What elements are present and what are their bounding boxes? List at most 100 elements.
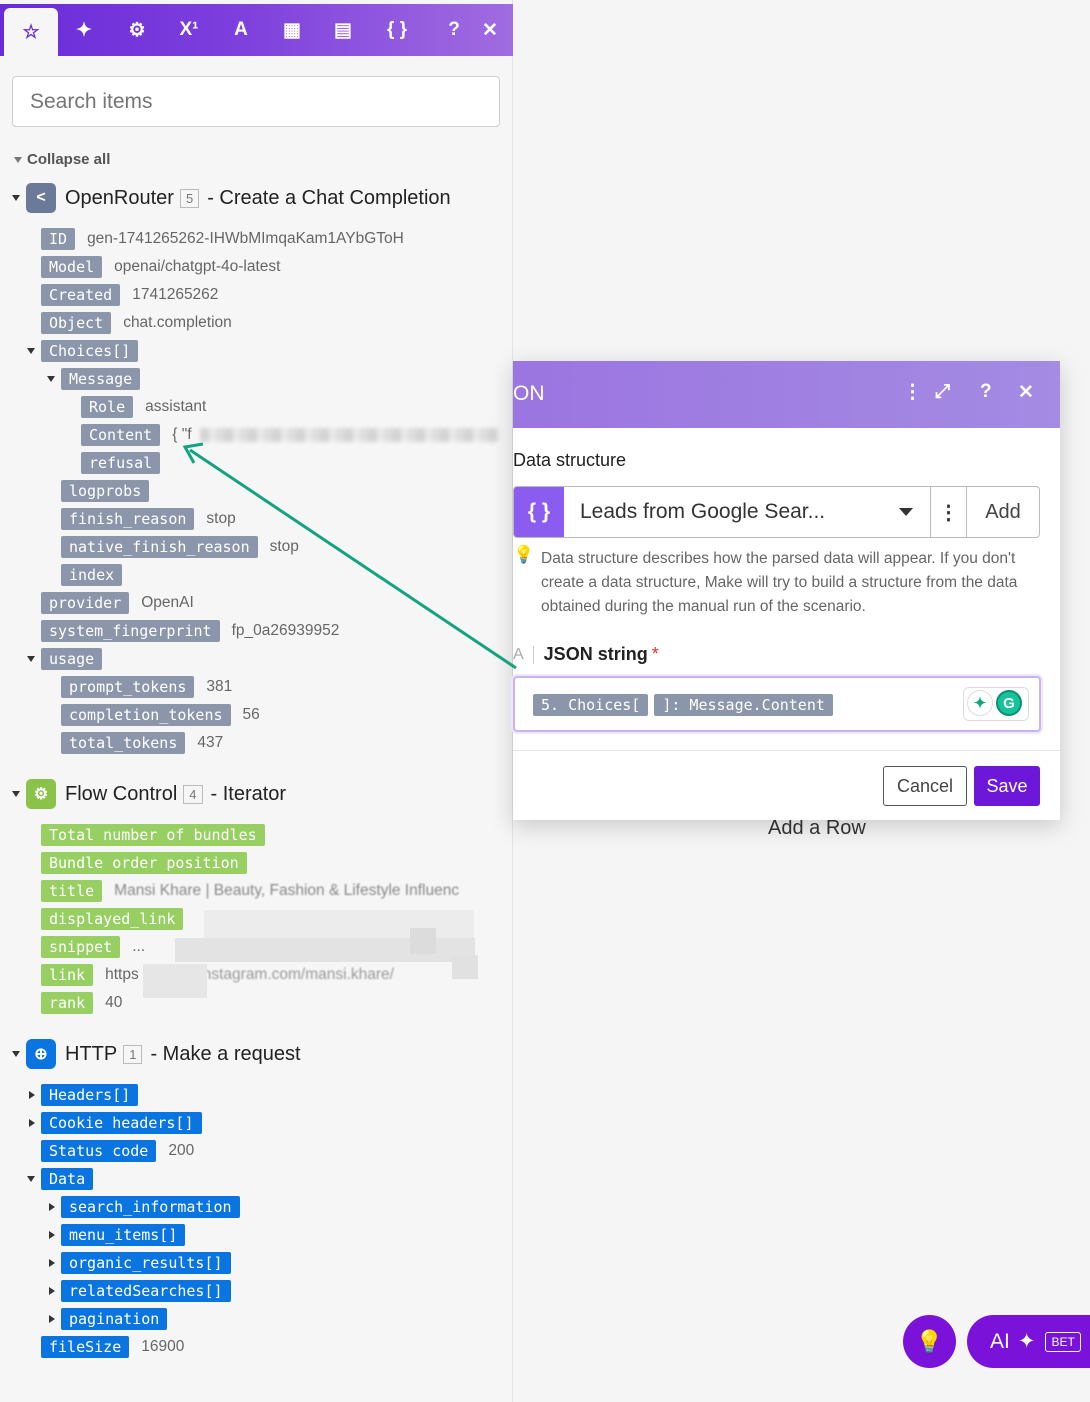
- item-key[interactable]: logprobs: [61, 480, 150, 502]
- item-choices[interactable]: Choices[]: [27, 339, 139, 363]
- item-key[interactable]: system_fingerprint: [41, 620, 220, 642]
- item-key[interactable]: finish_reason: [61, 508, 195, 530]
- tips-button[interactable]: 💡: [903, 1315, 956, 1368]
- item-key[interactable]: title: [41, 880, 103, 902]
- item-key[interactable]: displayed_link: [41, 908, 184, 930]
- item-usage[interactable]: usage: [27, 647, 103, 671]
- item-key[interactable]: Total number of bundles: [41, 824, 265, 846]
- item-key[interactable]: organic_results[]: [61, 1252, 231, 1274]
- item-content[interactable]: Content{ "f: [81, 423, 500, 447]
- item-key[interactable]: fileSize: [41, 1336, 130, 1358]
- item-message[interactable]: Message: [47, 367, 141, 391]
- ai-assistant-button[interactable]: AI ✦ BET: [967, 1315, 1090, 1368]
- item-snippet[interactable]: snippet...: [41, 935, 145, 959]
- item-key[interactable]: link: [41, 964, 94, 986]
- grammarly-icon[interactable]: G: [996, 690, 1022, 716]
- search-input[interactable]: [12, 76, 500, 127]
- chevron-down-icon[interactable]: [27, 656, 35, 662]
- item-bundle-position[interactable]: Bundle order position: [41, 851, 247, 875]
- item-key[interactable]: refusal: [81, 452, 161, 474]
- chevron-down-icon[interactable]: [47, 376, 55, 382]
- table-icon[interactable]: ▤: [334, 19, 352, 41]
- item-key[interactable]: relatedSearches[]: [61, 1280, 231, 1302]
- item-key[interactable]: Model: [41, 256, 103, 278]
- item-key[interactable]: Headers[]: [41, 1084, 139, 1106]
- help-icon[interactable]: ?: [448, 19, 460, 40]
- item-menu-items[interactable]: menu_items[]: [49, 1223, 186, 1247]
- item-key[interactable]: prompt_tokens: [61, 676, 195, 698]
- expand-icon[interactable]: ⤢: [935, 381, 951, 402]
- module-http[interactable]: ⊕ HTTP 1 - Make a request: [12, 1039, 301, 1069]
- item-key[interactable]: usage: [41, 648, 103, 670]
- calendar-icon[interactable]: ▦: [283, 19, 301, 41]
- item-key[interactable]: menu_items[]: [61, 1224, 186, 1246]
- text-icon[interactable]: A: [234, 19, 248, 40]
- chevron-right-icon[interactable]: [29, 1091, 35, 1099]
- item-key[interactable]: Bundle order position: [41, 852, 247, 874]
- chevron-down-icon[interactable]: [12, 195, 20, 201]
- item-index[interactable]: index: [61, 563, 123, 587]
- item-key[interactable]: Content: [81, 424, 161, 446]
- sparkle-icon[interactable]: ✦: [76, 19, 92, 41]
- item-key[interactable]: snippet: [41, 936, 121, 958]
- item-key[interactable]: total_tokens: [61, 732, 186, 754]
- mapped-pill[interactable]: 5. Choices[: [533, 694, 649, 716]
- chevron-down-icon[interactable]: [12, 791, 20, 797]
- chevron-right-icon[interactable]: [49, 1231, 55, 1239]
- chevron-right-icon[interactable]: [49, 1259, 55, 1267]
- data-structure-select[interactable]: Leads from Google Sear...: [564, 487, 931, 537]
- save-button[interactable]: Save: [974, 766, 1040, 806]
- item-search-information[interactable]: search_information: [49, 1195, 240, 1219]
- item-key[interactable]: native_finish_reason: [61, 536, 258, 558]
- item-key[interactable]: ID: [41, 228, 76, 250]
- json-string-field[interactable]: 5. Choices[ ]: Message.Content ✦ G: [513, 676, 1041, 732]
- close-icon[interactable]: ✕: [482, 19, 498, 41]
- star-icon[interactable]: ☆: [4, 8, 58, 56]
- mapped-pill[interactable]: ]: Message.Content: [654, 694, 833, 716]
- item-key[interactable]: Data: [41, 1168, 94, 1190]
- item-key[interactable]: Created: [41, 284, 121, 306]
- chevron-right-icon[interactable]: [29, 1119, 35, 1127]
- help-icon[interactable]: ?: [980, 381, 992, 402]
- item-headers[interactable]: Headers[]: [29, 1083, 139, 1107]
- add-structure-button[interactable]: Add: [985, 500, 1021, 523]
- item-key[interactable]: Message: [61, 368, 141, 390]
- item-refusal[interactable]: refusal: [81, 451, 161, 475]
- item-key[interactable]: Choices[]: [41, 340, 139, 362]
- chevron-down-icon[interactable]: [27, 348, 35, 354]
- chevron-right-icon[interactable]: [49, 1287, 55, 1295]
- chevron-down-icon[interactable]: [27, 1176, 35, 1182]
- item-displayed-link[interactable]: displayed_link: [41, 907, 184, 931]
- item-key[interactable]: completion_tokens: [61, 704, 231, 726]
- collapse-all-button[interactable]: Collapse all: [14, 151, 110, 168]
- item-key[interactable]: index: [61, 564, 123, 586]
- module-flow-control[interactable]: ⚙ Flow Control 4 - Iterator: [12, 779, 286, 809]
- item-data[interactable]: Data: [27, 1167, 94, 1191]
- close-icon[interactable]: ✕: [1018, 382, 1034, 403]
- cancel-button[interactable]: Cancel: [883, 766, 967, 806]
- item-total-bundles[interactable]: Total number of bundles: [41, 823, 265, 847]
- chevron-right-icon[interactable]: [49, 1203, 55, 1211]
- grammarly-tone-icon[interactable]: ✦: [967, 690, 993, 716]
- item-organic-results[interactable]: organic_results[]: [49, 1251, 231, 1275]
- item-key[interactable]: Object: [41, 312, 112, 334]
- more-icon[interactable]: ⋮: [903, 382, 922, 403]
- superscript-icon[interactable]: X¹: [179, 19, 199, 40]
- item-key[interactable]: Role: [81, 396, 134, 418]
- item-logprobs[interactable]: logprobs: [61, 479, 150, 503]
- gear-icon[interactable]: ⚙: [128, 19, 146, 41]
